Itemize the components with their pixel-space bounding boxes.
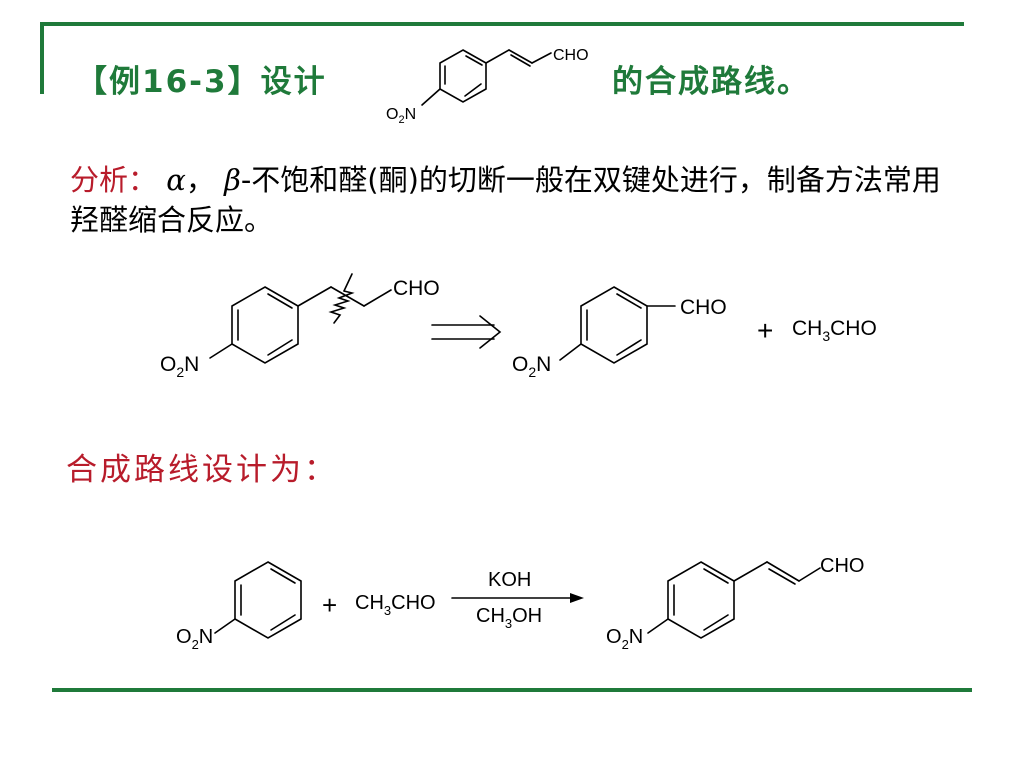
alpha-symbol: α	[166, 163, 186, 197]
title-molecule-structure	[421, 49, 552, 106]
slide-title-prefix: 【例16-3】设计	[76, 64, 327, 100]
title-o2n-label: O2N	[386, 106, 416, 126]
route-acetaldehyde-label: CH3CHO	[355, 592, 436, 618]
analysis-label: 分析：	[70, 163, 158, 197]
reaction-arrow	[451, 593, 584, 603]
frame-left-rule	[40, 22, 44, 94]
retro-plus-sign: +	[757, 315, 773, 346]
reagent-koh-label: KOH	[488, 569, 531, 591]
product-structure	[647, 561, 821, 639]
retrosynthesis-arrow	[431, 315, 502, 349]
retro-target-cho-label: CHO	[393, 277, 440, 300]
retro-benzaldehyde-o2n-label: O2N	[512, 353, 551, 380]
title-cho-label: CHO	[553, 47, 589, 64]
beta-symbol: β	[224, 163, 241, 197]
route-title: 合成路线设计为：	[66, 452, 338, 488]
frame-bottom-rule	[52, 688, 972, 692]
route-plus-sign: +	[322, 590, 337, 620]
analysis-text: -不饱和醛(酮)的切断一般在双键处进行，制备方法常用羟醛缩合反应。	[70, 163, 941, 237]
retro-benzaldehyde-cho-label: CHO	[680, 296, 727, 319]
nitrobenzene-o2n-label: O2N	[176, 626, 213, 652]
analysis-paragraph: 分析： α， β-不饱和醛(酮)的切断一般在双键处进行，制备方法常用羟醛缩合反应…	[70, 160, 950, 240]
product-o2n-label: O2N	[606, 626, 643, 652]
frame-top-rule	[40, 22, 964, 26]
reagent-methanol-label: CH3OH	[476, 605, 542, 631]
retro-target-structure	[209, 273, 392, 364]
nitrobenzene-structure	[214, 561, 302, 639]
slide-title-suffix: 的合成路线。	[612, 64, 810, 100]
alpha-beta-separator: ，	[185, 163, 215, 197]
retro-benzaldehyde-structure	[559, 286, 676, 364]
retro-target-o2n-label: O2N	[160, 353, 199, 380]
retro-acetaldehyde-label: CH3CHO	[792, 317, 877, 344]
product-cho-label: CHO	[820, 555, 864, 577]
